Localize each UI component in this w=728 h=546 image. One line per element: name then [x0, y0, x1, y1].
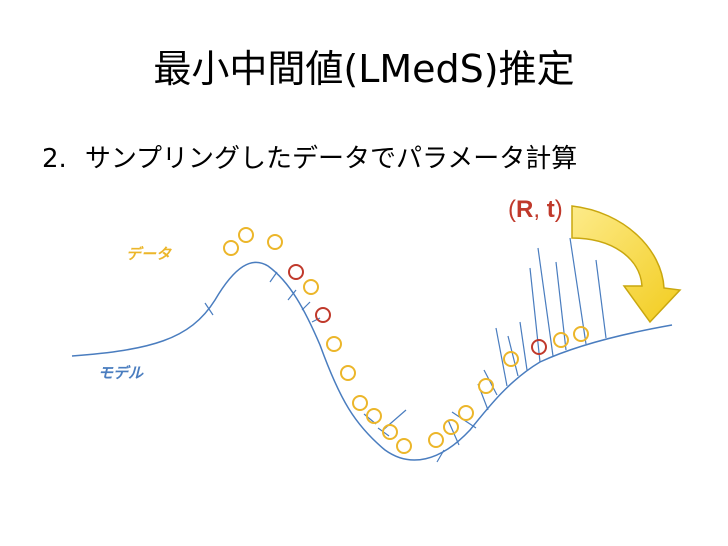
residual-line — [529, 267, 541, 363]
data-point — [238, 227, 254, 243]
bullet-text: サンプリングしたデータでパラメータ計算 — [84, 144, 578, 174]
data-point — [458, 405, 474, 421]
residual-line — [436, 449, 445, 463]
residual-line — [204, 302, 214, 316]
residual-line — [555, 261, 567, 351]
data-point — [428, 432, 444, 448]
data-point — [382, 424, 398, 440]
param-open: ( — [508, 196, 516, 223]
data-point — [340, 365, 356, 381]
curved-arrow-icon — [571, 205, 682, 324]
data-point — [478, 378, 494, 394]
residual-line — [595, 259, 607, 339]
param-r: R — [516, 196, 534, 223]
sampled-point — [315, 307, 331, 323]
data-point — [396, 438, 412, 454]
residual-line — [483, 369, 498, 396]
parameter-label: (R, t) — [508, 196, 563, 224]
data-point — [303, 279, 319, 295]
model-label: モデル — [98, 364, 144, 382]
param-t: t — [546, 196, 555, 223]
data-point — [443, 419, 459, 435]
residual-line — [311, 317, 321, 323]
data-point — [352, 395, 368, 411]
data-point — [223, 240, 239, 256]
data-point — [503, 351, 519, 367]
data-label: データ — [126, 245, 172, 263]
residual-line — [287, 289, 297, 301]
residual-line — [495, 327, 508, 387]
sampled-point — [531, 339, 547, 355]
data-point — [553, 332, 569, 348]
param-separator: , — [533, 196, 547, 223]
bullet-number: 2. — [42, 144, 67, 174]
residual-lines — [204, 237, 607, 463]
sampled-points — [288, 264, 547, 355]
bullet-item: 2. サンプリングしたデータでパラメータ計算 — [42, 138, 577, 175]
residual-line — [519, 321, 528, 371]
model-curve — [71, 261, 673, 461]
residual-line — [569, 237, 587, 345]
residual-line — [537, 247, 554, 357]
sampled-point — [288, 264, 304, 280]
data-point — [326, 336, 342, 352]
data-point — [366, 408, 382, 424]
residual-line — [301, 301, 311, 311]
data-point — [267, 234, 283, 250]
data-point — [573, 326, 589, 342]
param-close: ) — [554, 196, 563, 223]
residual-line — [507, 335, 519, 377]
data-points — [223, 227, 589, 454]
residual-line — [269, 271, 278, 283]
slide-title: 最小中間値(LMedS)推定 — [153, 47, 575, 91]
